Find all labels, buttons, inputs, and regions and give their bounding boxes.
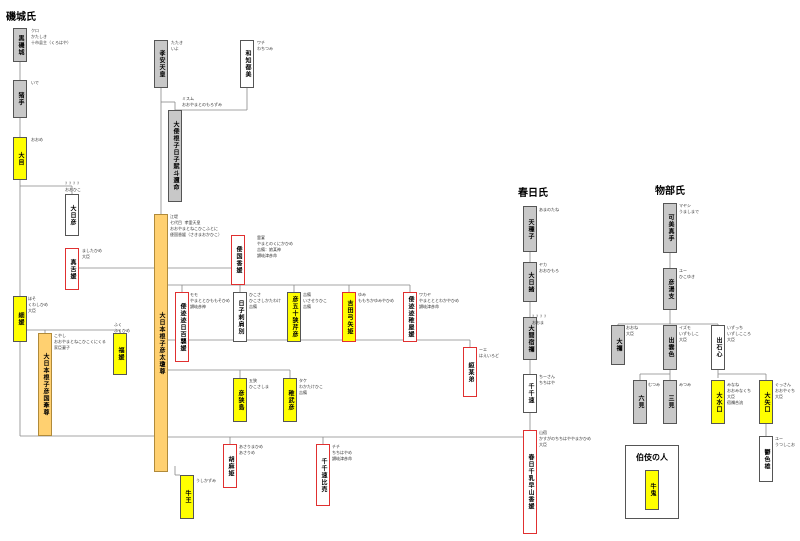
person-hikosashi[interactable]: 日子刺肩別 (233, 292, 247, 342)
person-hikoyuki[interactable]: 彦湯支 (663, 268, 677, 310)
person-haekiro[interactable]: 絙某弟 (463, 347, 477, 397)
note-chichihaya: ちーさん ちちはや (539, 374, 555, 385)
person-chichihayame[interactable]: 千千速比売 (316, 444, 330, 506)
note-roku: むつみ (648, 382, 660, 387)
note-isaseri: 吉備 いさせりひこ 吉備 (303, 292, 327, 309)
person-yoshikai[interactable]: 和知都美 (240, 40, 254, 88)
person-omigashiwa[interactable]: 大間宿禰 (523, 317, 537, 360)
note-oyane: おおね 大臣 (626, 325, 638, 336)
person-hosohime[interactable]: 細媛 (13, 296, 27, 342)
person-hayahime[interactable]: 胡麻姫 (223, 444, 237, 488)
person-korei[interactable]: 大日本根子彦太瓊尊 (154, 214, 168, 472)
legend-box: 伯伎の人 牛鬼 (625, 445, 679, 519)
note-hayahime: あさりまひめ あさりめ (239, 444, 263, 455)
note-ohidaka: ヤカ おおひもろ (539, 262, 559, 273)
note-kurokashiki: クロ かたしき 十市县主（くろはや） (31, 28, 71, 45)
note-sanmi: みつみ (679, 382, 691, 387)
legend-title: 伯伎の人 (636, 453, 668, 462)
person-umashimade[interactable]: 可美真手 (663, 203, 677, 253)
person-ohidaka[interactable]: 大日諸 (523, 262, 537, 302)
person-isaseri[interactable]: 彦五十狭芹彦 (287, 292, 301, 342)
person-yamatotohi[interactable]: 倭迹迹日百襲媛 (175, 292, 189, 362)
note-ohi: ？？？？ おおひこ (65, 181, 81, 192)
note-yoshikai: ワチ わちつみ (257, 40, 273, 51)
note-wakahiko: 霊宴 やまとのくにかひめ 吉備：娘某神 讃岐津彦命 (257, 235, 293, 258)
title-isoki-clan: 磯城氏 (6, 12, 36, 23)
person-sashima[interactable]: 彦狭島 (233, 378, 247, 422)
note-kasugachihaya: 山宿 かすがのちちはややまかひめ 大臣 (539, 430, 591, 447)
note-mashita: ましたひめ 大臣 (82, 248, 102, 259)
person-sanmi[interactable]: 三見 (663, 380, 677, 424)
person-ishikokoro[interactable]: 出石心 (711, 325, 725, 370)
person-chichihaya[interactable]: 千千速 (523, 374, 537, 413)
legend-item-ushioni: 牛鬼 (645, 470, 659, 510)
note-ishikokoro: いずっち いずしこころ 大臣 (727, 325, 751, 342)
note-hikoyuki: ユー ひこゆき (679, 268, 695, 279)
note-oome: おおめ (31, 137, 43, 142)
note-wakatake: タケ わかたけひこ 吉備 (299, 378, 323, 395)
person-wakahiko[interactable]: 倭国香媛 (231, 235, 245, 285)
note-tenyo: あまのたね (539, 207, 559, 212)
note-sashima: 五狭 ひこさしま (249, 378, 269, 389)
note-korei: 江堤 七代目 孝霊天皇 おおやまとねこひこふとに 倭国香媛（さきまおかひこ） (170, 214, 222, 237)
note-inote: いで (31, 80, 39, 85)
person-izumo[interactable]: 出雲色 (663, 325, 677, 370)
note-omigashiwa: ？？？？ おおま (532, 314, 548, 325)
person-oome[interactable]: 大目 (13, 137, 27, 180)
person-oyamato-kuni[interactable]: 大日本根子彦国牽尊 (38, 333, 52, 436)
note-haekiro: ーエ はえいろど (479, 347, 499, 358)
person-inote[interactable]: 猪手 (13, 80, 27, 118)
person-oyamato-neko[interactable]: 大倭根子日子賦斗邇命 (168, 110, 182, 202)
person-ushio[interactable]: 牛王 (180, 475, 194, 519)
note-tsushikoo: ユー うつしこお (775, 436, 795, 447)
note-wakaya: ワカヤ やまとととわかやひめ 讃岐津彦命 (419, 292, 459, 309)
person-oyane[interactable]: 大禰 (611, 325, 625, 365)
note-oyamato-neko: ミスム おおやまとのもろずみ (182, 96, 222, 107)
note-yamatotohi: モモ やまととひももそひめ 讃岐彦神 (190, 292, 230, 309)
note-yumiya: ゆみ ももちかゆみやひめ (358, 292, 394, 303)
note-hosohime: ほそ くわしひめ 大臣 (28, 296, 48, 313)
person-wakatake[interactable]: 稚武彦 (283, 378, 297, 422)
person-kurokashiki[interactable]: 黒磯城 (13, 28, 27, 62)
person-roku[interactable]: 六見 (633, 380, 647, 424)
title-kasuga-clan: 春日氏 (518, 188, 548, 199)
title-mononobe-clan: 物部氏 (655, 186, 685, 197)
person-wakaya[interactable]: 倭迹迹稚屋媛 (403, 292, 417, 342)
person-koan[interactable]: 孝安天皇 (154, 40, 168, 88)
note-umashimade: マヤシ うましまで (679, 203, 699, 214)
person-tsushikoo[interactable]: 鬱色雄 (759, 436, 773, 482)
note-kuhime: ふく ふくひめ (114, 322, 130, 333)
person-kasugachihaya[interactable]: 春日千乳早山香媛 (523, 430, 537, 534)
note-oomizuguchi: みなね おおみなくち 大臣 宿禰合流 (727, 382, 751, 405)
person-oomizuguchi[interactable]: 大水口 (711, 380, 725, 424)
note-chichihayame: チチ ちちはやめ 讃岐津彦命 (332, 444, 352, 461)
note-hikosashi: ひこさ ひこさしかたわけ 吉備 (249, 292, 281, 309)
note-oyamato-kuni: こやし おおやまとねこひこくにくる 家臣妻子 (54, 333, 106, 350)
person-yumiya[interactable]: 吉田弓矢姫 (342, 292, 356, 342)
note-izumo: イズモ いずもしこ 大臣 (679, 325, 699, 342)
person-ohi[interactable]: 大日彦 (65, 194, 79, 236)
person-oyaguchi[interactable]: 大矢口 (759, 380, 773, 424)
note-koan: たたき いよ (171, 40, 183, 51)
person-tenyo[interactable]: 天種子 (523, 206, 537, 252)
person-mashita-hime[interactable]: 真舌媛 (65, 248, 79, 290)
person-kuhime[interactable]: 福媛 (113, 333, 127, 375)
note-ushio: うしかずみ (196, 478, 216, 483)
note-oyaguchi: ぐっさん おおやぐち 大臣 (775, 382, 795, 399)
